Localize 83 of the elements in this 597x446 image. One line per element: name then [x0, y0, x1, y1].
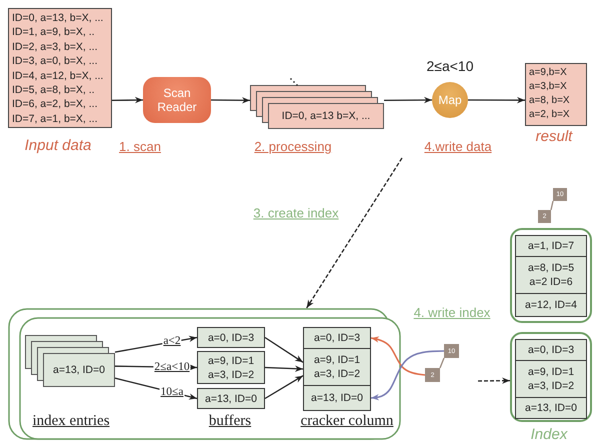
entry-box	[197, 388, 265, 409]
arrow	[264, 375, 304, 400]
node-text: a=3, ID=2	[314, 367, 360, 381]
node-text: a=12, ID=4	[525, 298, 577, 312]
node-label: 2≤a<10	[425, 58, 474, 74]
caption: Index	[530, 426, 569, 443]
entry-box	[515, 339, 587, 361]
node-text: a=9, ID=1	[314, 353, 360, 367]
step-label: 4.write data	[423, 139, 493, 154]
node-text: ID=1, a=9, b=X, ..	[12, 25, 96, 40]
record-stack	[250, 85, 384, 129]
arrow	[264, 336, 304, 363]
entry-box	[515, 256, 587, 294]
node-text: a=3,b=X	[529, 80, 568, 94]
edge-label: 2≤a<10	[153, 361, 191, 373]
tree-node-square	[538, 210, 551, 223]
node-label: result	[534, 128, 574, 145]
node-text: a=13, ID=0	[311, 391, 363, 405]
node-text: a=0, ID=3	[314, 331, 360, 345]
arrow	[264, 365, 304, 372]
node-text: a=0, ID=3	[528, 343, 574, 357]
arrow	[114, 336, 198, 353]
entry-box	[515, 293, 587, 317]
connector-line	[439, 358, 445, 368]
entry-box	[515, 397, 587, 419]
edge-label: a<2	[162, 335, 182, 347]
node-label: index entries	[31, 413, 111, 430]
dashed-arrow	[306, 158, 403, 308]
node-text: ID=5, a=8, b=X, ..	[12, 83, 96, 98]
edge-label: 3. create index	[252, 206, 340, 220]
index-group	[510, 332, 592, 422]
node-text: a=13, ID=0	[53, 364, 105, 376]
node-label: Input data	[24, 137, 92, 154]
edge-label: 10≤a	[160, 386, 184, 398]
record-list-box	[8, 8, 112, 128]
node-text: a=8, b=X	[529, 94, 571, 108]
tree-node-square	[425, 368, 440, 382]
dashed-arrow	[478, 378, 510, 384]
arrow	[370, 336, 426, 376]
arrow	[211, 97, 250, 104]
node-text: ID=3, a=0, b=X, ...	[12, 54, 99, 69]
node-text: a=13, ID=0	[205, 392, 257, 406]
entry-box	[515, 235, 587, 257]
entry-box	[197, 351, 265, 384]
map-circle	[432, 82, 468, 118]
node-text: a=2 ID=6	[529, 275, 573, 289]
arrow	[384, 96, 432, 104]
arrow	[468, 96, 525, 104]
entry-box	[197, 327, 265, 348]
tree-node-square	[444, 344, 459, 358]
index-group	[510, 228, 592, 323]
node-text: a=3, ID=2	[528, 379, 574, 393]
node-text: a=0, ID=3	[208, 330, 254, 344]
node-label: cracker column	[300, 413, 394, 430]
node-text: ID=2, a=3, b=X, ...	[12, 40, 99, 54]
process-box	[143, 77, 211, 123]
step-label: 4. write index	[412, 305, 492, 320]
node-text: a=2, b=X	[529, 108, 571, 122]
node-text: Map	[438, 93, 462, 107]
caption: buffers	[208, 413, 252, 430]
node-text: a=13, ID=0	[525, 401, 577, 415]
node-text: ID=0, a=13, b=X, ...	[12, 11, 104, 26]
node-text: Scan Reader	[156, 86, 198, 114]
node-text: ID=6, a=2, b=X, ...	[12, 97, 99, 112]
node-text: a=3, ID=2	[208, 368, 254, 382]
record-list-box	[525, 63, 587, 126]
step-label: 2. processing	[253, 139, 333, 154]
node-text: ID=7, a=1, b=X, ...	[12, 112, 99, 126]
step-label: 1. scan	[118, 139, 162, 154]
entry-stack	[25, 335, 115, 387]
node-text: a=9, ID=1	[208, 354, 254, 368]
entry-box	[515, 360, 587, 398]
arrow	[112, 96, 143, 104]
node-text: a=9,b=X	[529, 66, 568, 80]
arrow	[370, 350, 444, 400]
node-text: a=1, ID=7	[528, 239, 574, 253]
connector-line	[550, 200, 554, 210]
node-text: a=8, ID=5	[528, 261, 574, 275]
node-text: ID=0, a=13 b=X, ...	[282, 110, 370, 122]
node-text: a=9, ID=1	[528, 365, 574, 379]
index-stage-panel	[8, 308, 402, 442]
tree-node-square	[553, 188, 567, 201]
node-text: ID=4, a=12, b=X, ...	[12, 68, 104, 84]
